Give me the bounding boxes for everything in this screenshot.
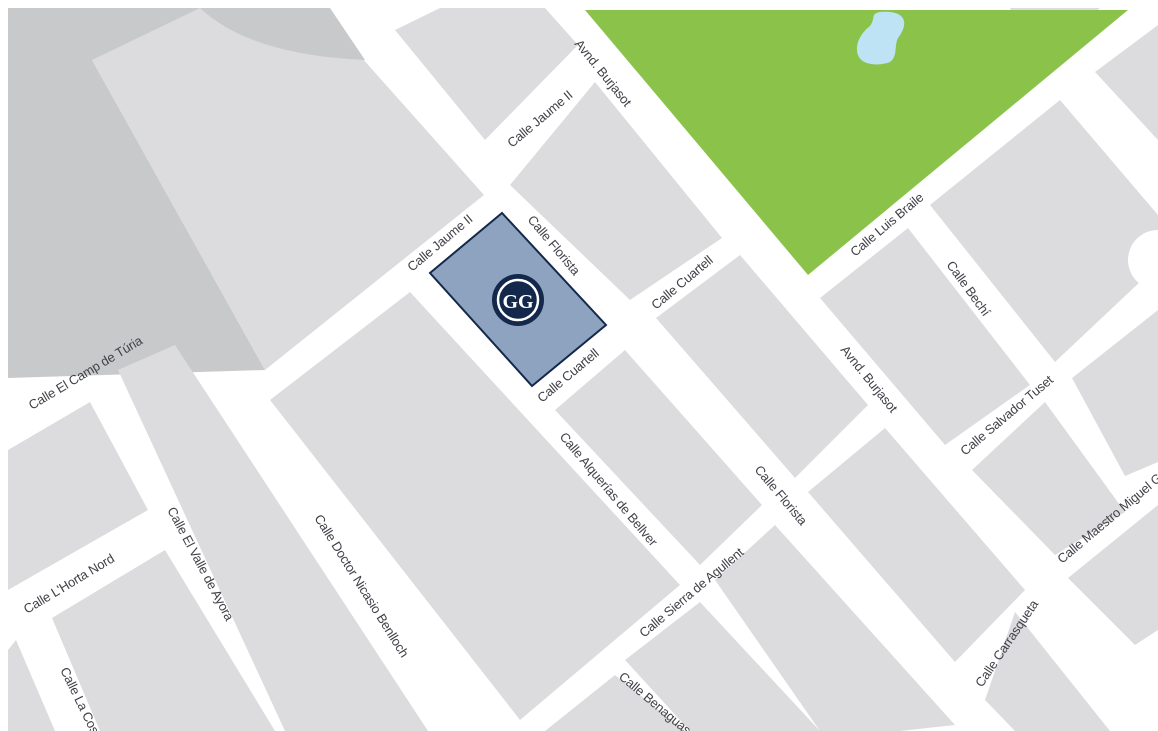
large-area — [8, 8, 484, 378]
block — [270, 292, 680, 720]
block — [625, 602, 820, 731]
block — [715, 525, 955, 731]
block — [808, 428, 1025, 662]
building-location-icon[interactable]: GG — [492, 274, 544, 326]
roundabout — [1128, 230, 1158, 290]
block — [972, 402, 1125, 555]
block — [52, 550, 275, 731]
block — [1068, 505, 1158, 645]
marker-circle — [492, 274, 544, 326]
block — [118, 345, 428, 731]
large-area-west — [8, 8, 320, 378]
block — [545, 675, 685, 731]
block — [656, 255, 868, 478]
pond-water — [856, 11, 905, 65]
block — [1095, 25, 1158, 140]
marker-ring — [496, 278, 540, 322]
city-blocks — [8, 8, 1158, 731]
block — [820, 228, 1030, 445]
large-area-curve — [200, 8, 365, 60]
block — [1072, 310, 1158, 476]
block — [555, 350, 762, 565]
park-area[interactable] — [585, 10, 1128, 275]
marker-monogram: GG — [502, 291, 534, 313]
block — [8, 640, 55, 731]
block — [930, 100, 1158, 362]
block — [510, 82, 722, 300]
block-sports-area — [92, 8, 484, 370]
block — [985, 612, 1110, 731]
block — [8, 402, 148, 590]
block — [395, 8, 578, 140]
